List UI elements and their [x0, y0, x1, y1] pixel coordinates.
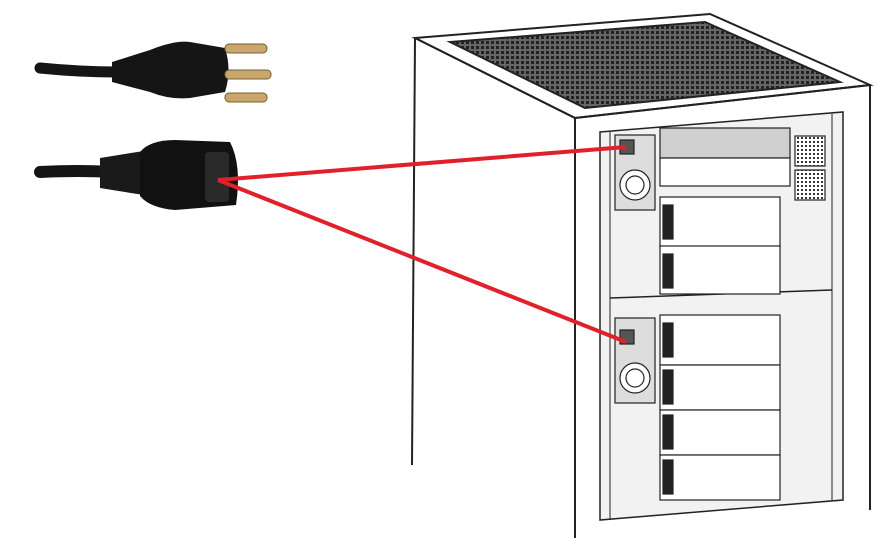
- battery-module: [659, 314, 781, 366]
- plug-cable: [34, 62, 124, 78]
- plug-pin: [224, 69, 272, 80]
- connector-face: [205, 152, 229, 202]
- fan-icon: [619, 169, 651, 201]
- power-connector-c13: [34, 140, 238, 210]
- power-plug-three-pin: [34, 41, 272, 103]
- battery-vent: [662, 253, 674, 289]
- plug-pin: [224, 92, 268, 103]
- controller-module: [659, 157, 791, 187]
- battery-vent: [662, 459, 674, 495]
- battery-vent: [662, 322, 674, 358]
- lower-bay: [614, 314, 781, 501]
- battery-vent: [662, 369, 674, 405]
- server-cabinet: [411, 12, 874, 538]
- connection-line-upper: [217, 145, 627, 182]
- fan-icon: [625, 368, 645, 388]
- fan-icon: [619, 362, 651, 394]
- connector-cable: [34, 165, 116, 178]
- controller-module: [659, 127, 791, 159]
- battery-module: [659, 196, 781, 248]
- battery-module: [659, 364, 781, 411]
- plug-pin: [224, 43, 268, 54]
- battery-vent: [662, 414, 674, 450]
- cabinet-front: [574, 83, 871, 510]
- vent-panel: [794, 135, 826, 167]
- battery-vent: [662, 204, 674, 240]
- fan-icon: [625, 175, 645, 195]
- battery-module: [659, 454, 781, 501]
- cabinet-top-grille: [446, 20, 844, 110]
- plug-body: [112, 41, 229, 99]
- vent-panel: [794, 169, 826, 201]
- connection-line-lower: [217, 178, 627, 344]
- battery-module: [659, 409, 781, 456]
- connector-strain-relief: [100, 150, 150, 196]
- battery-module: [659, 245, 781, 295]
